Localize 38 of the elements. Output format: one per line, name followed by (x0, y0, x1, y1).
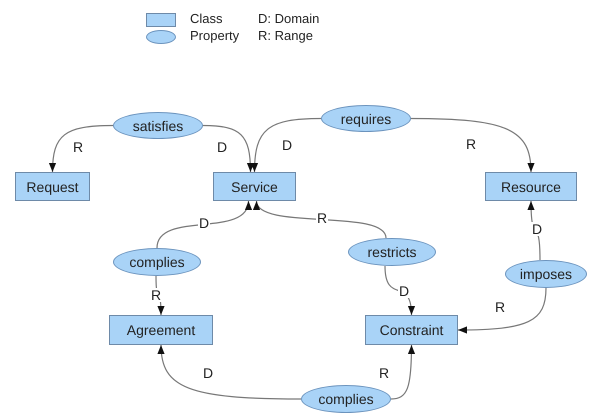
property-ellipse: restricts (348, 238, 436, 266)
edge-label: R (378, 366, 390, 380)
edge-label: D (198, 216, 210, 230)
legend-text: Class (190, 11, 223, 26)
arrow (251, 118, 322, 172)
edge-label: D (281, 138, 294, 152)
legend-text: Property (190, 28, 240, 43)
property-ellipse: requires (321, 105, 411, 132)
class-box: Constraint (365, 315, 458, 345)
edge-label: D (202, 366, 214, 380)
class-box: Request (15, 172, 90, 201)
edge-label: R (316, 211, 328, 225)
edge-label: R (465, 137, 478, 151)
arrow (411, 118, 534, 172)
edge-label: D (216, 140, 228, 154)
class-box: Resource (485, 172, 577, 201)
arrow (390, 345, 416, 400)
arrow (156, 200, 250, 248)
property-ellipse: complies (113, 248, 201, 276)
edge-label: R (494, 300, 506, 314)
arrow (528, 200, 541, 260)
arrow (458, 288, 547, 334)
arrow (256, 200, 387, 238)
legend-note: D: Domain (258, 11, 320, 26)
legend-note: R: Range (258, 28, 313, 43)
edge-label: D (398, 284, 410, 298)
property-ellipse: imposes (505, 260, 587, 288)
class-box: Agreement (109, 315, 213, 345)
class-box: Service (213, 172, 296, 201)
arrow (49, 124, 114, 172)
property-ellipse: complies (301, 385, 391, 413)
edge-label: D (531, 222, 544, 236)
arrow (158, 344, 301, 400)
arrow (202, 124, 254, 172)
arrow (384, 266, 415, 316)
edge-label: R (150, 288, 162, 302)
edge-label: R (72, 140, 84, 154)
property-ellipse: satisfies (113, 112, 203, 139)
